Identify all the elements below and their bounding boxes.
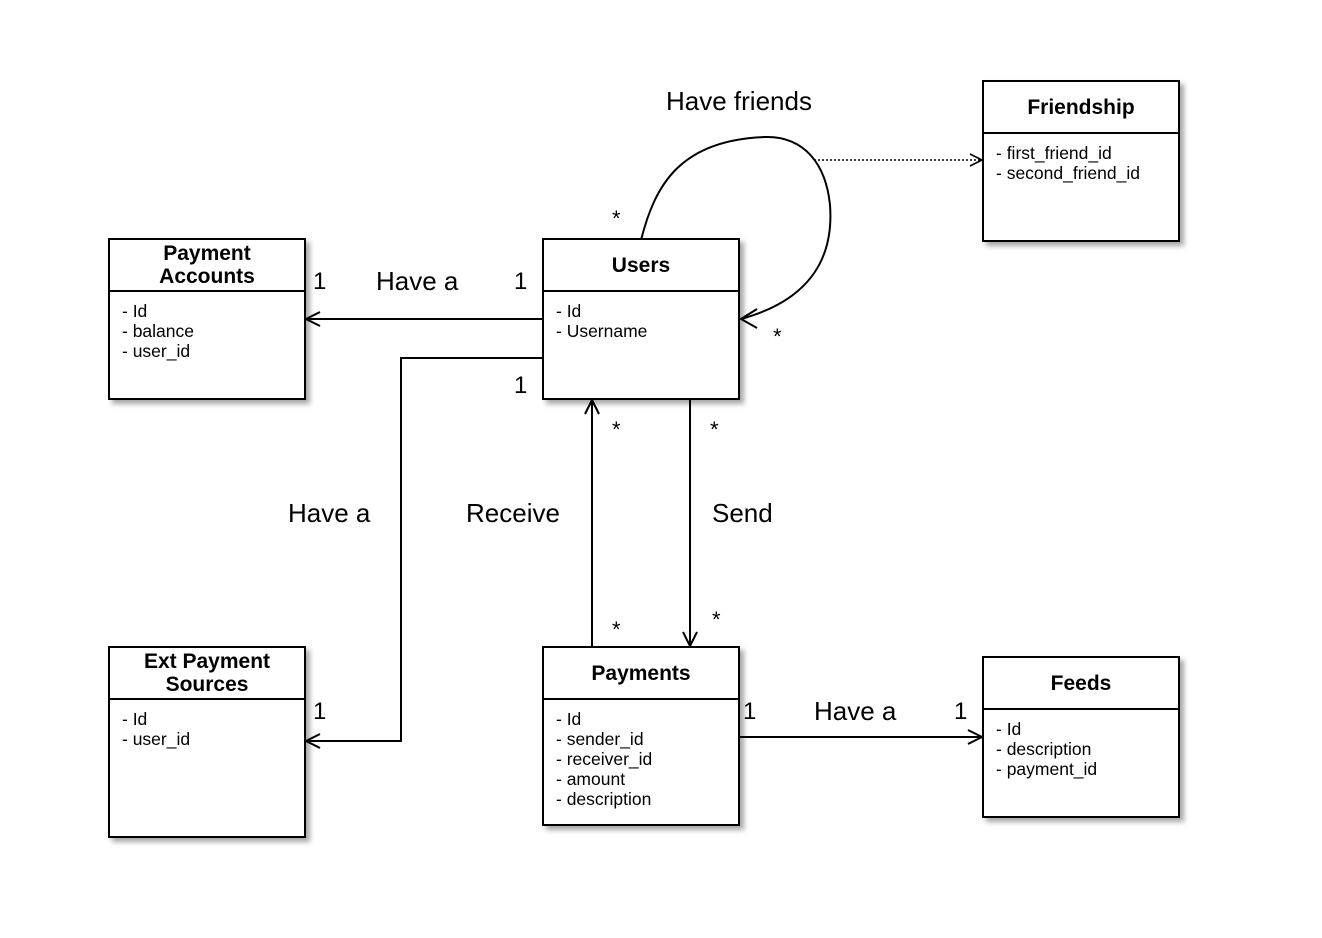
class-ext-payment-sources[interactable]: Ext Payment Sources - Id - user_id — [108, 646, 306, 838]
attribute: - Id — [122, 301, 148, 321]
payments-feeds-label: Have a — [814, 696, 897, 726]
class-title: Friendship — [984, 82, 1178, 134]
class-title: Users — [544, 240, 738, 292]
class-payments[interactable]: Payments - Id - sender_id - receiver_id … — [542, 646, 740, 826]
attribute: - Id — [122, 709, 148, 729]
attribute: - receiver_id — [556, 749, 653, 769]
attribute: - Id — [996, 719, 1022, 739]
class-title: Payment Accounts — [110, 240, 304, 292]
class-title-line: Accounts — [159, 265, 255, 288]
send-label: Send — [712, 498, 773, 528]
have-friends-target-multiplicity: * — [773, 324, 782, 349]
users-payment-accounts-label: Have a — [376, 266, 459, 296]
class-attributes: - Id - balance - user_id — [110, 292, 304, 361]
send-users-multiplicity: * — [710, 417, 719, 442]
class-title-line: Sources — [165, 673, 249, 696]
ext-sources-arrowhead — [303, 733, 321, 749]
attribute: - sender_id — [556, 729, 644, 749]
class-title-line: Friendship — [1027, 95, 1135, 119]
have-friends-arrowhead — [739, 308, 758, 329]
have-friends-source-multiplicity: * — [612, 206, 621, 231]
attribute: - balance — [122, 321, 194, 341]
attribute: - user_id — [122, 341, 191, 361]
users-ext-sources-label: Have a — [288, 498, 371, 528]
attribute: - user_id — [122, 729, 191, 749]
class-title: Payments — [544, 648, 738, 700]
class-users[interactable]: Users - Id - Username — [542, 238, 740, 400]
class-attributes: - Id - Username — [544, 292, 738, 341]
payment-accounts-multiplicity: 1 — [313, 268, 327, 295]
attribute: - description — [996, 739, 1092, 759]
receive-arrowhead — [584, 397, 600, 415]
users-ext-sources-line — [307, 357, 543, 742]
class-title-line: Payments — [591, 661, 691, 685]
payment-accounts-arrowhead — [303, 311, 321, 327]
attribute: - first_friend_id — [996, 143, 1112, 163]
send-payments-multiplicity: * — [712, 607, 721, 632]
receive-payments-multiplicity: * — [612, 617, 621, 642]
receive-users-multiplicity: * — [612, 417, 621, 442]
attribute: - amount — [556, 769, 626, 789]
have-friends-loop — [640, 135, 832, 320]
class-feeds[interactable]: Feeds - Id - description - payment_id — [982, 656, 1180, 818]
users-accounts-multiplicity: 1 — [514, 268, 528, 295]
class-title: Ext Payment Sources — [110, 648, 304, 700]
attribute: - Username — [556, 321, 648, 341]
class-title-line: Ext Payment — [143, 650, 271, 673]
class-attributes: - Id - user_id — [110, 700, 304, 749]
have-friends-label: Have friends — [666, 86, 812, 116]
attribute: - Id — [556, 301, 582, 321]
attribute: - payment_id — [996, 759, 1098, 779]
receive-label: Receive — [466, 498, 560, 528]
attribute: - second_friend_id — [996, 163, 1140, 183]
users-ext-multiplicity: 1 — [514, 372, 528, 399]
class-title-line: Feeds — [1050, 671, 1112, 695]
class-attributes: - Id - sender_id - receiver_id - amount … — [544, 700, 738, 809]
class-title-line: Payment — [163, 242, 251, 265]
class-attributes: - first_friend_id - second_friend_id — [984, 134, 1178, 183]
payments-feeds-source-multiplicity: 1 — [743, 698, 757, 725]
attribute: - description — [556, 789, 652, 809]
payments-feeds-target-multiplicity: 1 — [954, 698, 968, 725]
ext-sources-multiplicity: 1 — [313, 698, 327, 725]
class-attributes: - Id - description - payment_id — [984, 710, 1178, 779]
class-friendship[interactable]: Friendship - first_friend_id - second_fr… — [982, 80, 1180, 242]
class-title: Feeds — [984, 658, 1178, 710]
class-title-line: Users — [611, 253, 671, 277]
class-payment-accounts[interactable]: Payment Accounts - Id - balance - user_i… — [108, 238, 306, 400]
attribute: - Id — [556, 709, 582, 729]
